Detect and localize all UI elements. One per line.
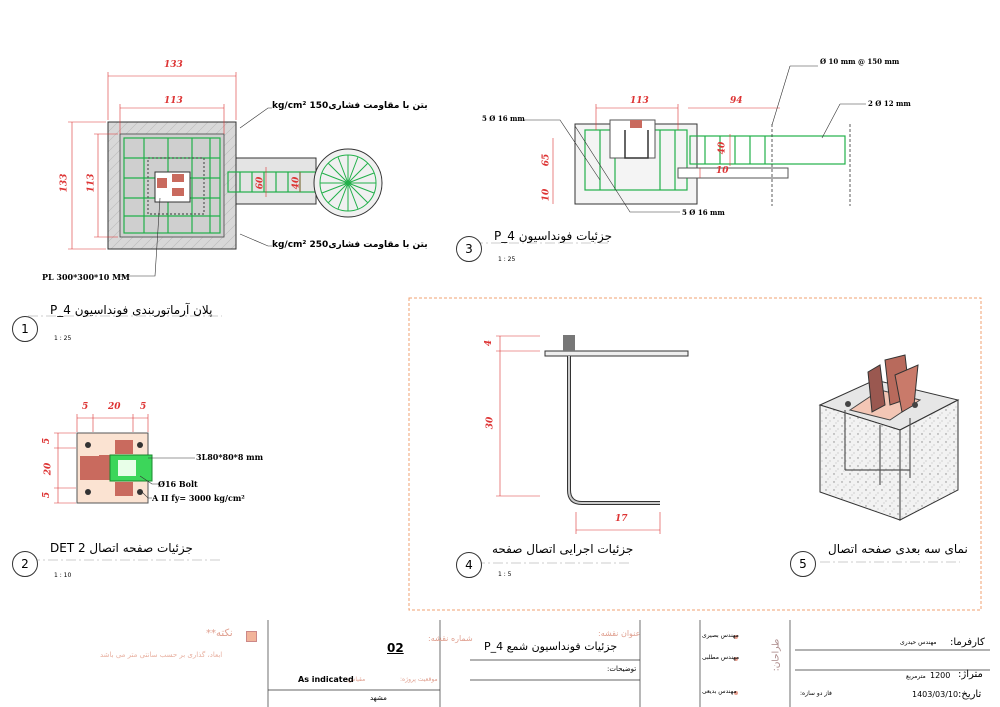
- v3-dim-65: 65: [541, 153, 552, 167]
- client-label: کارفرما:: [950, 637, 985, 648]
- designer-2: مهندس مطلبی: [702, 654, 740, 661]
- v1-dim-133-top: 133: [164, 60, 183, 70]
- v1-note-concrete-250: بتن با مقاومت فشاری250 kg/cm²: [272, 240, 428, 250]
- v1-note-concrete-150: بتن با مقاومت فشاری150 kg/cm²: [272, 101, 428, 111]
- notes-text: ابعاد، گذاری بر حسب سانتی متر می باشد: [100, 651, 223, 659]
- location-value: مشهد: [370, 694, 387, 702]
- designer-1-bullet: [734, 635, 738, 639]
- date-value: 1403/03/10: [912, 690, 959, 699]
- v2-dim-20: 20: [108, 402, 121, 412]
- v3-note-stirrup: Ø 10 mm @ 150 mm: [820, 57, 900, 66]
- view3-section: [524, 65, 866, 213]
- view2-scale: 1 : 10: [54, 572, 72, 579]
- designer-3-bullet: [734, 691, 738, 695]
- v3-dim-40: 40: [717, 141, 728, 155]
- view1-title: پلان آرماتوربندی فونداسیون P_4: [50, 303, 213, 317]
- notes-title: نکته**: [206, 628, 233, 639]
- view3-title: جزئیات فونداسیون P_4: [494, 229, 613, 243]
- description-label: توضیحات:: [607, 665, 637, 673]
- view3-number: 3: [456, 236, 482, 262]
- area-label: متراژ:: [958, 669, 983, 680]
- v3-note-5o16-top: 5 Ø 16 mm: [482, 114, 525, 123]
- area-value: 1200: [930, 671, 951, 680]
- notes-icon: [246, 631, 257, 642]
- view5-title: نمای سه بعدی صفحه اتصال: [828, 542, 968, 556]
- v4-dim-4: 4: [484, 339, 495, 347]
- v3-note-top-bars: 2 Ø 12 mm: [868, 99, 911, 108]
- drawing-number: 02: [387, 641, 404, 655]
- designer-role: طراحان:: [771, 638, 782, 672]
- view5-number: 5: [790, 551, 816, 577]
- scale-label: مقیاس:: [346, 676, 366, 683]
- view2-plate-detail: [54, 414, 195, 504]
- title-block-lines: [267, 620, 990, 707]
- v2-note-bolt: Ø16 Bolt: [158, 479, 198, 489]
- v4-dim-30: 30: [485, 416, 496, 430]
- v1-dim-133-left: 133: [59, 173, 70, 193]
- view1-number: 1: [12, 316, 38, 342]
- view1-plan: [68, 72, 383, 277]
- view4-title: جزئیات اجرایی اتصال صفحه: [492, 542, 634, 556]
- v4-dim-17: 17: [615, 514, 628, 524]
- drawing-title-label: عنوان نقشه:: [598, 629, 641, 638]
- v2-dim-5-left-top: 5: [42, 437, 53, 445]
- drawing-number-label: شماره نقشه:: [428, 634, 473, 643]
- v2-dim-5b: 5: [140, 402, 147, 412]
- v1-dim-113-top: 113: [164, 96, 183, 106]
- designer-1: مهندس بصیری: [702, 632, 739, 639]
- location-label: موقعیت پروژه:: [400, 676, 438, 683]
- v3-dim-10-left: 10: [541, 188, 552, 202]
- view4-number: 4: [456, 552, 482, 578]
- client-value: مهندس حیدری: [900, 639, 937, 646]
- v1-note-plate: PL 300*300*10 MM: [42, 272, 130, 282]
- v1-dim-113-left: 113: [86, 173, 97, 193]
- scale-value: As indicated: [298, 675, 354, 684]
- v3-dim-113: 113: [630, 96, 649, 106]
- v1-dim-40: 40: [291, 176, 302, 190]
- designer-2-bullet: [734, 657, 738, 661]
- view1-scale: 1 : 25: [54, 335, 72, 342]
- view2-number: 2: [12, 551, 38, 577]
- v3-note-5o16-bottom: 5 Ø 16 mm: [682, 208, 725, 217]
- view2-title: جزئیات صفحه اتصال DET 2: [50, 541, 193, 555]
- date-label: تاریخ:: [958, 689, 982, 700]
- drawing-title: جزئیات فونداسیون شمع P_4: [484, 640, 618, 653]
- view5-3d-view: [818, 354, 960, 521]
- v2-note-steel: A II fy= 3000 kg/cm²: [152, 493, 245, 503]
- v3-dim-10-mid: 10: [716, 166, 729, 176]
- v2-note-angle: 3L80*80*8 mm: [196, 452, 264, 462]
- view3-scale: 1 : 25: [498, 256, 516, 263]
- area-unit: مترمربع: [906, 673, 926, 680]
- view4-anchor-detail: [496, 335, 689, 534]
- v1-dim-60: 60: [255, 176, 266, 190]
- v2-dim-20-left: 20: [43, 462, 54, 476]
- view4-scale: 1 : 5: [498, 571, 512, 578]
- phase-label: فاز دو سازه:: [800, 690, 832, 697]
- v2-dim-5-left-bottom: 5: [42, 491, 53, 499]
- detail-frame: [408, 297, 982, 611]
- designer-3: مهندس بدیعی: [702, 688, 737, 695]
- v3-dim-94: 94: [730, 96, 743, 106]
- v2-dim-5a: 5: [82, 402, 89, 412]
